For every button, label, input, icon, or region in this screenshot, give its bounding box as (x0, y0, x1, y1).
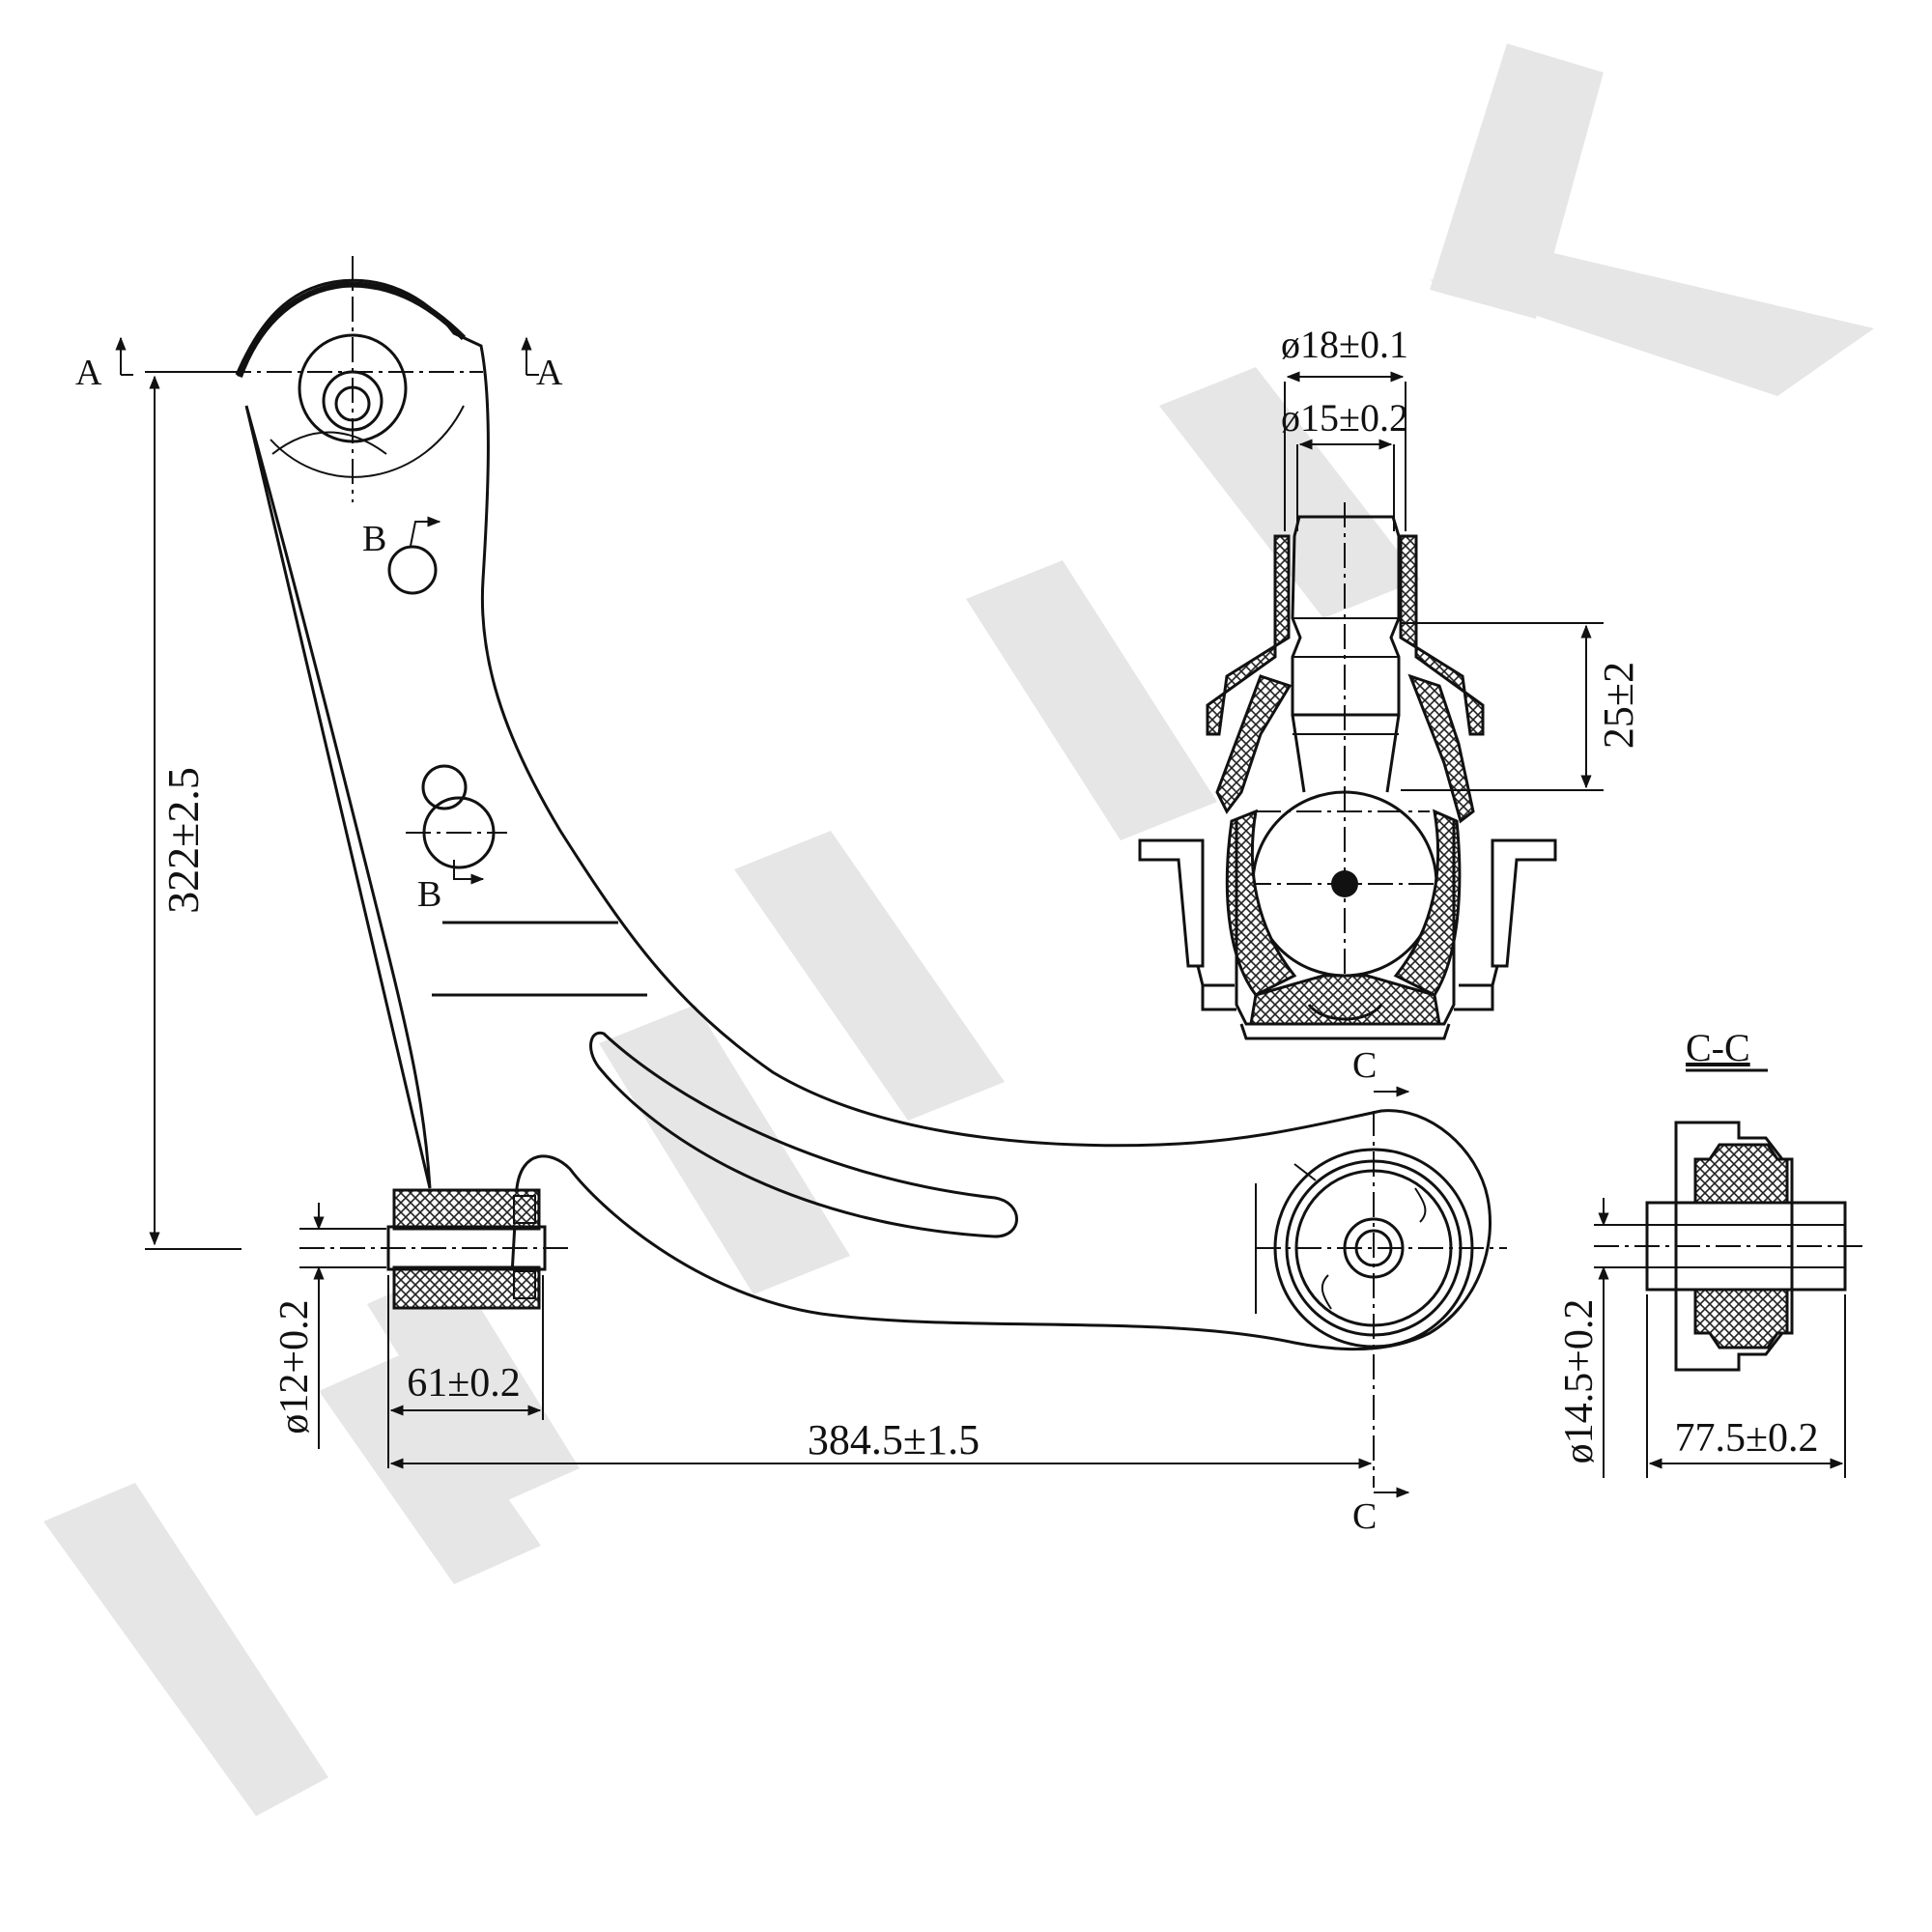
ball-joint-section (1138, 371, 1604, 1040)
dim-stud-outer: ø18±0.1 (1281, 323, 1408, 366)
label-c-top: C (1352, 1045, 1377, 1086)
dim-cc-bore: ø14.5+0.2 (1557, 1299, 1602, 1464)
label-section-cc: C-C (1686, 1026, 1750, 1069)
dim-cc-width: 77.5±0.2 (1674, 1416, 1818, 1461)
labels: A A B B C C C-C 322±2.5 ø12+0.2 61±0.2 3… (75, 323, 1819, 1537)
dim-bore-small: ø12+0.2 (272, 1299, 317, 1434)
dim-stud-height: 25±2 (1595, 662, 1642, 749)
label-c-bottom: C (1352, 1496, 1377, 1537)
dim-length: 384.5±1.5 (808, 1416, 980, 1463)
control-arm (145, 256, 1492, 1351)
label-b-bottom: B (417, 874, 441, 915)
label-b-top: B (362, 519, 386, 559)
front-bushing (299, 1188, 570, 1310)
arm-outline (235, 278, 1492, 1351)
section-cc (1594, 1068, 1864, 1478)
label-a-right: A (536, 353, 563, 393)
arm-slot (589, 1031, 1018, 1238)
dimensions-main (115, 336, 1410, 1498)
ball-joint-eye (1255, 1111, 1507, 1488)
label-a-left: A (75, 353, 102, 393)
watermark-logo (43, 43, 1874, 1816)
hole-b-top (387, 545, 438, 595)
dim-bushing-width: 61±0.2 (407, 1361, 521, 1406)
dim-stud-inner: ø15±0.2 (1281, 396, 1408, 440)
dim-height: 322±2.5 (158, 767, 208, 914)
